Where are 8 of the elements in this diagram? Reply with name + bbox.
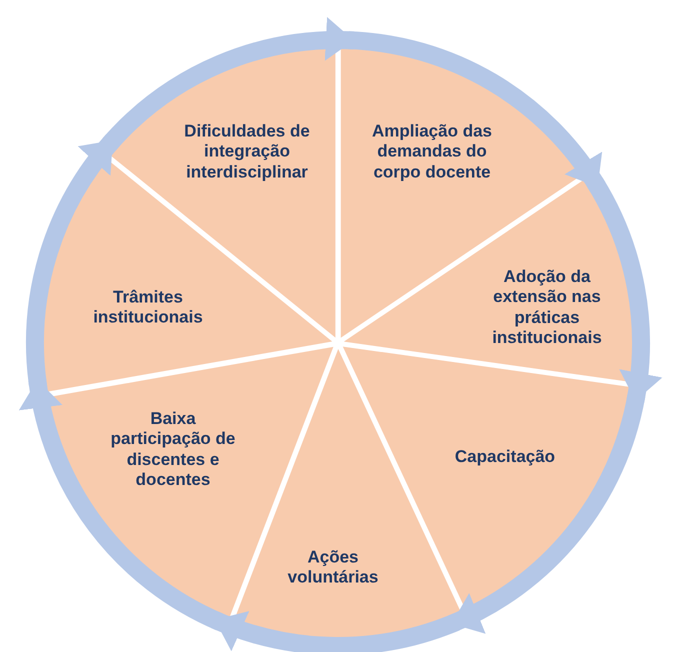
segment-label: Dificuldades de integração interdisciplinar [183,121,311,183]
curved-arrow [26,134,120,386]
segment-label: Trâmites institucionais [92,288,204,328]
segment-label: Ações voluntárias [286,548,380,588]
segment-label: Ampliação das demandas do corpo docente [371,121,493,183]
segment-label: Capacitação [454,446,556,468]
segment-label: Adoção da extensão nas práticas institucionais [491,267,603,349]
segment-label: Baixa participação de discentes e docentes [110,409,236,491]
